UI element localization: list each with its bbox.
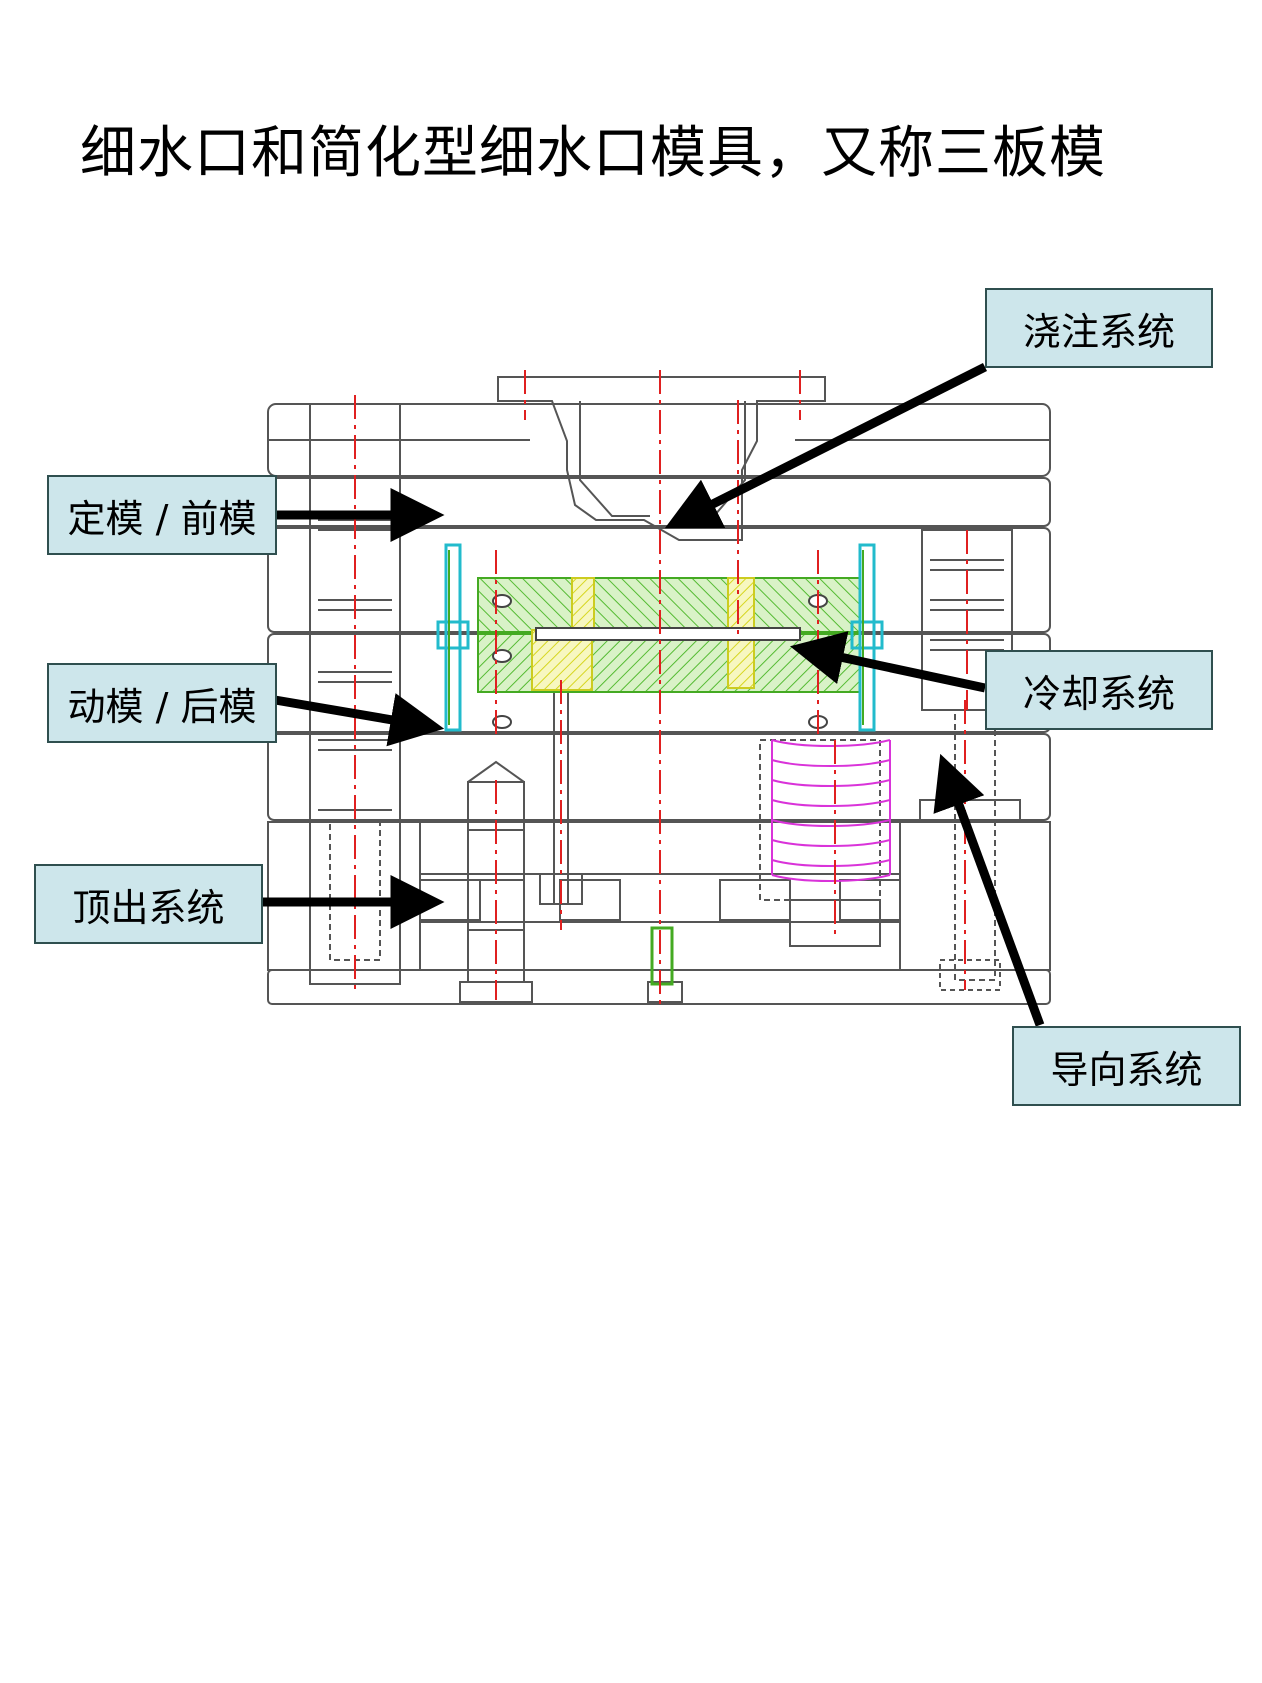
page-title: 细水口和简化型细水口模具，又称三板模	[80, 121, 1106, 186]
label-fixed-mold: 定模 / 前模	[47, 475, 277, 555]
label-cooling-system: 冷却系统	[985, 650, 1213, 730]
label-guide-system: 导向系统	[1012, 1026, 1241, 1106]
arrow-guide-system	[933, 753, 1045, 1027]
label-ejection-system: 顶出系统	[34, 864, 263, 944]
label-pouring-system: 浇注系统	[985, 288, 1213, 368]
arrow-moving-mold	[274, 693, 445, 747]
arrow-cooling-system	[789, 631, 986, 693]
label-moving-mold: 动模 / 后模	[47, 663, 277, 743]
arrow-pouring-system	[664, 362, 988, 529]
